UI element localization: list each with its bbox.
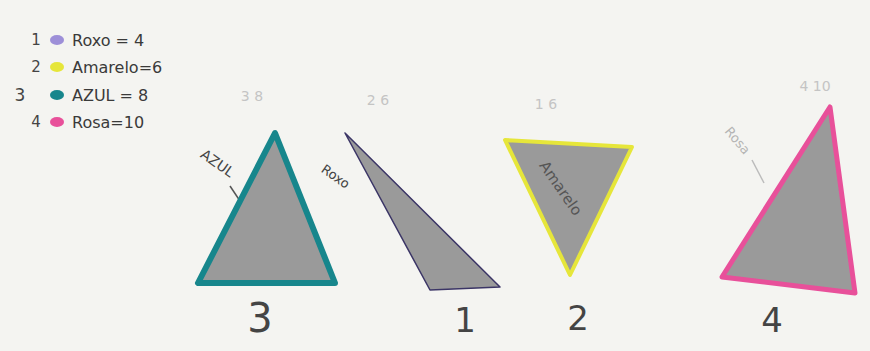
triangle-shape: Rosa4 bbox=[716, 100, 862, 298]
legend-text: AZUL = 8 bbox=[72, 86, 148, 105]
legend-swatch bbox=[50, 90, 64, 100]
triangle-shape: Roxo1 bbox=[338, 128, 506, 295]
legend-number: 1 bbox=[31, 33, 41, 48]
legend-row: Roxo = 4 bbox=[50, 31, 144, 50]
shape-label: Rosa bbox=[723, 124, 753, 156]
legend-number: 4 bbox=[31, 115, 41, 130]
legend-swatch bbox=[50, 62, 64, 72]
triangle bbox=[722, 107, 855, 293]
legend-row: Rosa=10 bbox=[50, 113, 144, 132]
triangle bbox=[345, 133, 500, 290]
legend-swatch bbox=[50, 117, 64, 127]
shape-number: 1 bbox=[454, 303, 476, 337]
legend-number: 2 bbox=[31, 60, 41, 75]
triangle-outline bbox=[190, 125, 340, 290]
faint-note: 4 10 bbox=[799, 79, 830, 93]
triangle bbox=[198, 133, 335, 283]
legend-swatch bbox=[50, 35, 64, 45]
shape-number: 3 bbox=[247, 298, 272, 338]
faint-note: 3 8 bbox=[241, 89, 263, 103]
shape-label: Roxo bbox=[319, 162, 352, 191]
legend-row: Amarelo=6 bbox=[50, 58, 162, 77]
legend-text: Roxo = 4 bbox=[72, 31, 144, 50]
legend-number: 3 bbox=[15, 87, 26, 104]
triangle-outline bbox=[338, 128, 506, 295]
legend-text: Rosa=10 bbox=[72, 113, 144, 132]
legend-row: AZUL = 8 bbox=[50, 86, 148, 105]
legend-text: Amarelo=6 bbox=[72, 58, 162, 77]
triangle-shape: Amarelo2 bbox=[500, 135, 638, 280]
triangle bbox=[505, 140, 632, 275]
faint-note: 1 6 bbox=[535, 97, 557, 111]
triangle-outline bbox=[716, 100, 862, 298]
shape-number: 2 bbox=[567, 301, 589, 335]
shape-label: AZUL bbox=[199, 147, 238, 180]
shape-number: 4 bbox=[761, 303, 783, 337]
triangle-shape: AZUL3 bbox=[190, 125, 340, 290]
leader-line bbox=[752, 160, 764, 183]
faint-note: 2 6 bbox=[367, 93, 389, 107]
